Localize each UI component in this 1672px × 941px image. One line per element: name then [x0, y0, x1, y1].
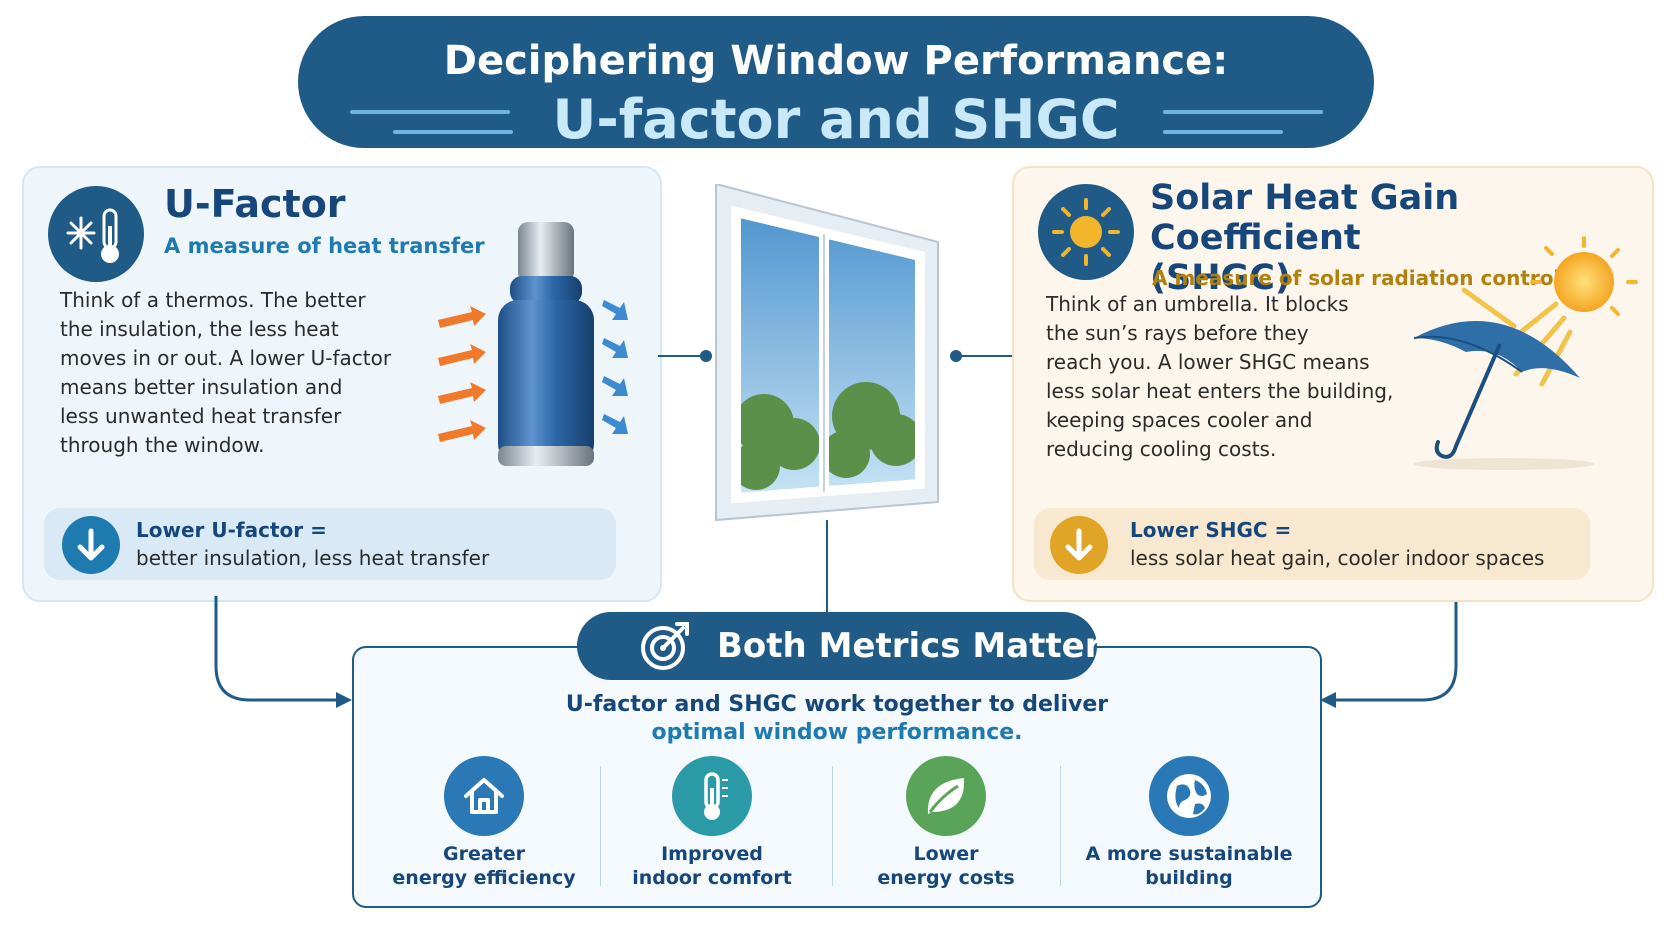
benefit-label-line: Greater [442, 843, 525, 865]
ufactor-body-line: the insulation, the less heat [60, 317, 339, 341]
both-metrics-box: U-factor and SHGC work together to deliv… [352, 646, 1322, 908]
both-description-line: optimal window performance. [651, 720, 1023, 745]
ufactor-subheading: A measure of heat transfer [164, 234, 485, 258]
benefit-label-line: indoor comfort [632, 867, 792, 889]
shgc-body-line: reducing cooling costs. [1046, 437, 1277, 461]
shgc-body-line: reach you. A lower SHGC means [1046, 350, 1370, 374]
ufactor-summary-text: better insulation, less heat transfer [136, 546, 490, 570]
umbrella-illustration [1404, 234, 1644, 484]
arrow-down-icon [1050, 516, 1108, 574]
benefit-label: Improved indoor comfort [602, 842, 822, 890]
ufactor-heading: U-Factor [164, 182, 346, 226]
shgc-subheading: A measure of solar radiation control [1152, 266, 1561, 290]
shgc-summary-text: less solar heat gain, cooler indoor spac… [1130, 546, 1545, 570]
title-decor-line [1163, 130, 1283, 134]
benefit-label: A more sustainable building [1074, 842, 1304, 890]
shgc-description: Think of an umbrella. It blocks the sun’… [1046, 290, 1406, 464]
both-metrics-banner: Both Metrics Matter [577, 612, 1101, 680]
shgc-heading: Solar Heat Gain Coefficient (SHGC) [1150, 178, 1652, 298]
divider [600, 766, 601, 886]
thermometer-icon [672, 756, 752, 836]
benefit-label: Greater energy efficiency [374, 842, 594, 890]
shgc-body-line: the sun’s rays before they [1046, 321, 1309, 345]
connector-line [954, 355, 1012, 357]
page-title: Deciphering Window Performance: [443, 38, 1229, 84]
divider [832, 766, 833, 886]
title-decor-line [1163, 110, 1323, 114]
benefit-indoor-comfort: Improved indoor comfort [602, 756, 822, 890]
ufactor-flow-arrow [200, 596, 360, 716]
window-illustration [706, 182, 946, 524]
leaf-icon [906, 756, 986, 836]
shgc-flow-arrow [1312, 596, 1472, 716]
shgc-body-line: Think of an umbrella. It blocks [1046, 292, 1349, 316]
shgc-heading-line: Solar Heat Gain Coefficient [1150, 178, 1460, 258]
benefit-label: Lower energy costs [836, 842, 1056, 890]
snowflake-thermometer-icon [48, 186, 144, 282]
shgc-heading-line: (SHGC) [1150, 258, 1291, 298]
both-description-line: U-factor and SHGC work together to deliv… [565, 692, 1109, 717]
benefit-label-line: Lower [913, 843, 979, 865]
connector-dot [700, 350, 712, 362]
ufactor-body-line: moves in or out. A lower U-factor [60, 346, 392, 370]
shgc-body-line: keeping spaces cooler and [1046, 408, 1313, 432]
ufactor-summary-title: Lower U-factor = [136, 518, 327, 542]
ufactor-body-line: Think of a thermos. The better [60, 288, 366, 312]
shgc-panel: Solar Heat Gain Coefficient (SHGC) A mea… [1012, 166, 1654, 602]
sun-icon [1038, 184, 1134, 280]
connector-dot [950, 350, 962, 362]
title-banner: Deciphering Window Performance: U-factor… [298, 16, 1374, 151]
benefit-label-line: Improved [661, 843, 763, 865]
benefit-label-line: A more sustainable [1085, 843, 1293, 865]
ufactor-body-line: through the window. [60, 433, 265, 457]
ufactor-body-line: means better insulation and [60, 375, 343, 399]
benefit-energy-costs: Lower energy costs [836, 756, 1056, 890]
target-icon [637, 618, 693, 674]
globe-icon [1149, 756, 1229, 836]
house-icon [444, 756, 524, 836]
divider [1060, 766, 1061, 886]
benefit-label-line: energy efficiency [392, 867, 576, 889]
connector-line [658, 355, 712, 357]
ufactor-body-line: less unwanted heat transfer [60, 404, 342, 428]
benefit-energy-efficiency: Greater energy efficiency [374, 756, 594, 890]
benefit-label-line: building [1145, 867, 1233, 889]
ufactor-panel: U-Factor A measure of heat transfer Thin… [22, 166, 662, 602]
title-decor-line [393, 130, 513, 134]
shgc-summary-box: Lower SHGC = less solar heat gain, coole… [1034, 508, 1590, 580]
benefit-sustainable-building: A more sustainable building [1074, 756, 1304, 890]
connector-line [826, 520, 828, 614]
both-metrics-title: Both Metrics Matter [717, 626, 1102, 666]
shgc-body-line: less solar heat enters the building, [1046, 379, 1394, 403]
arrow-down-icon [62, 516, 120, 574]
ufactor-description: Think of a thermos. The better the insul… [60, 286, 420, 460]
shgc-summary-title: Lower SHGC = [1130, 518, 1292, 542]
title-decor-line [350, 110, 510, 114]
ufactor-summary-box: Lower U-factor = better insulation, less… [44, 508, 616, 580]
thermos-illustration [438, 208, 648, 478]
page-subtitle: U-factor and SHGC [552, 88, 1120, 151]
benefit-label-line: energy costs [877, 867, 1015, 889]
